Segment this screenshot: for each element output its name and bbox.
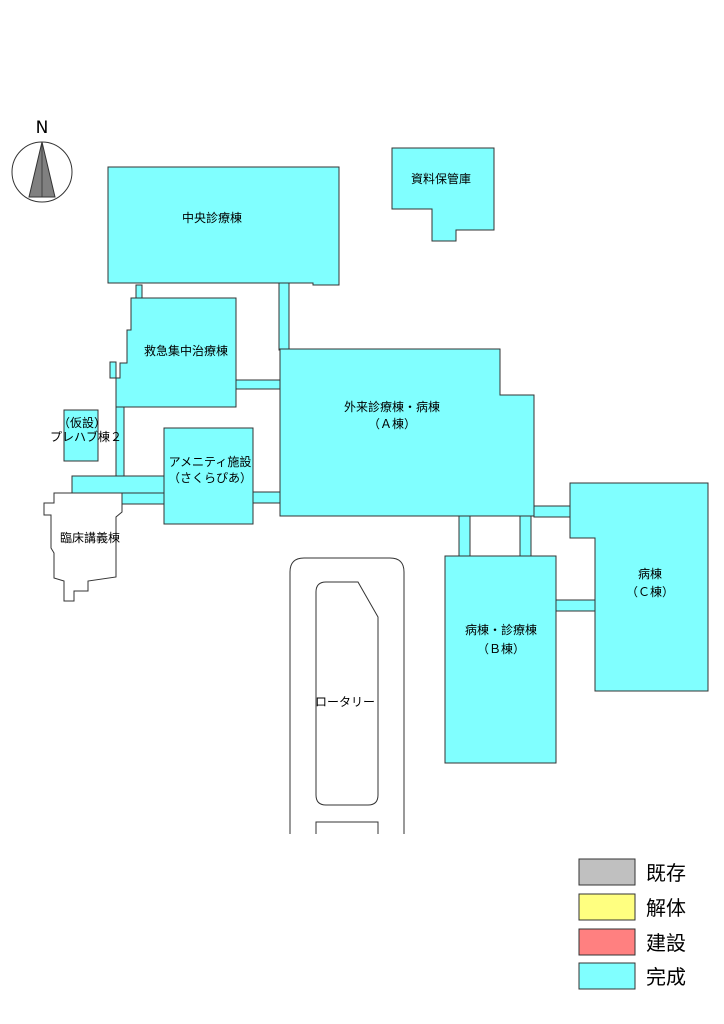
ward-b-label-2: （Ｂ棟） [477,641,525,656]
legend-label: 建設 [646,931,686,955]
prefab-label-1: （仮設） [58,415,106,430]
corridors [71,282,596,612]
emergency-building: 救急集中治療棟 [115,297,237,408]
legend-label: 解体 [646,896,686,920]
emergency-building-label: 救急集中治療棟 [144,343,228,358]
ward-c-building: 病棟 （Ｃ棟） [569,482,709,692]
legend-item: 解体 [578,893,686,921]
outpatient-building: 外来診療棟・病棟 （Ａ棟） [279,348,535,517]
prefab-building: （仮設） プレハブ棟２ [50,409,122,462]
compass: N [11,118,73,203]
central-building-label: 中央診療棟 [182,210,242,225]
amenity-label-1: アメニティ施設 [169,454,252,469]
prefab-label-2: プレハブ棟２ [50,429,122,444]
ward-b-label-1: 病棟・診療棟 [465,622,537,637]
legend: 既存 解体 建設 完成 [578,858,686,990]
outpatient-label-2: （Ａ棟） [368,416,416,431]
outpatient-label-1: 外来診療棟・病棟 [344,399,440,414]
ward-b-building: 病棟・診療棟 （Ｂ棟） [444,555,557,764]
legend-label: 既存 [646,861,686,885]
central-building: 中央診療棟 [107,166,340,286]
legend-item: 既存 [578,858,686,886]
legend-swatch [578,858,636,886]
amenity-building: アメニティ施設 （さくらぴあ） [163,427,254,525]
lecture-building: 臨床講義棟 [43,492,123,602]
archive-building: 資料保管庫 [391,147,495,242]
legend-item: 建設 [578,928,686,956]
legend-swatch [578,928,636,956]
ward-c-label-1: 病棟 [638,566,662,581]
ward-c-label-2: （Ｃ棟） [626,584,674,599]
rotary-label: ロータリー [315,695,375,709]
archive-building-label: 資料保管庫 [411,171,471,186]
legend-swatch [578,893,636,921]
lecture-building-label: 臨床講義棟 [60,530,120,545]
legend-label: 完成 [646,965,686,989]
north-label: N [36,118,49,138]
rotary-area: ロータリー [289,557,405,838]
amenity-label-2: （さくらぴあ） [168,471,252,485]
legend-item: 完成 [578,962,686,990]
legend-swatch [578,962,636,990]
